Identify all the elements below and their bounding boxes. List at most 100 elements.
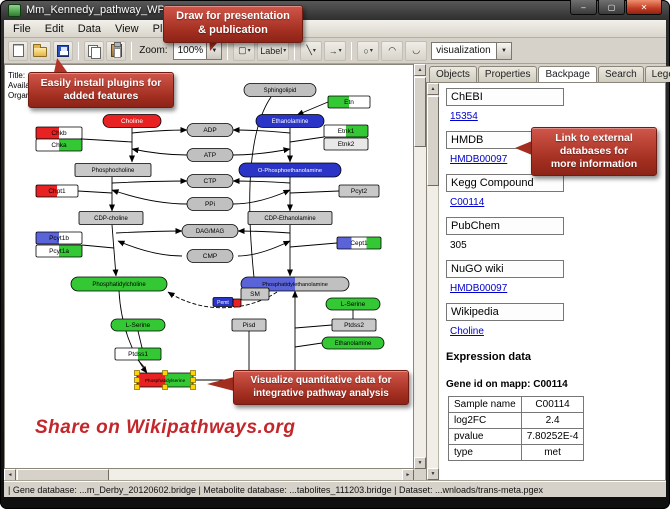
save-file-button[interactable]: [52, 40, 73, 61]
zoom-combobox-arrow[interactable]: ▼: [206, 42, 222, 59]
tab-objects[interactable]: Objects: [429, 66, 477, 82]
node-choline-top[interactable]: Choline: [102, 114, 162, 128]
selection-handle[interactable]: [134, 370, 140, 376]
shape-tool-button[interactable]: ○▾: [357, 40, 380, 61]
disk-icon: [56, 44, 69, 57]
datanode-tool-button-dropdown[interactable]: ▾: [247, 48, 251, 54]
node-pisd[interactable]: Pisd: [231, 318, 267, 332]
selection-handle[interactable]: [162, 370, 168, 376]
node-phosphatidylethanolamine[interactable]: Phosphatidylethanolamine: [240, 276, 350, 292]
node-sgms[interactable]: [232, 298, 242, 308]
arrow-tool-button-dropdown[interactable]: ▾: [338, 48, 342, 54]
label-tool-button-dropdown[interactable]: ▾: [283, 48, 287, 54]
node-pcyt2[interactable]: Pcyt2: [338, 184, 380, 198]
backpage-scroll-thumb[interactable]: [427, 96, 439, 186]
zoom-combobox[interactable]: 100%▼: [172, 41, 223, 60]
label-tool-button[interactable]: Label▾: [257, 40, 290, 61]
expression-cell: C00114: [520, 396, 585, 413]
selection-handle[interactable]: [190, 370, 196, 376]
node-etnk2[interactable]: Etnk2: [323, 137, 369, 151]
line-tool-button-dropdown[interactable]: ▾: [312, 48, 316, 54]
menu-view[interactable]: View: [114, 22, 139, 35]
tab-search[interactable]: Search: [597, 66, 644, 82]
arc-tool-button[interactable]: ◠: [381, 40, 404, 61]
datanode-tool-button[interactable]: ▢▾: [233, 40, 256, 61]
menu-edit[interactable]: Edit: [44, 22, 64, 35]
selection-handle[interactable]: [162, 384, 168, 390]
node-ctp[interactable]: CTP: [186, 174, 234, 188]
selection-handle[interactable]: [134, 377, 140, 383]
node-etnk1[interactable]: Etnk1: [323, 124, 369, 138]
node-dag[interactable]: DAG/MAG: [181, 224, 239, 238]
svg-text:ATP: ATP: [204, 152, 216, 159]
minimize-button[interactable]: –: [570, 0, 597, 15]
node-pcyt1a[interactable]: Pcyt1a: [35, 244, 83, 258]
node-cdp-choline[interactable]: CDP-choline: [78, 211, 144, 225]
selection-handle[interactable]: [134, 384, 140, 390]
scroll-down-button[interactable]: ▼: [414, 457, 426, 469]
node-ptdss2[interactable]: Ptdss2: [331, 318, 377, 332]
brace-tool-button-glyph: ◡: [412, 45, 421, 55]
visualization-combobox[interactable]: visualization▼: [431, 41, 512, 60]
scroll-left-button[interactable]: ◄: [4, 469, 16, 481]
maximize-button[interactable]: ▢: [598, 0, 625, 15]
node-sphingolipid[interactable]: Sphingolipid: [243, 83, 317, 97]
node-chkb[interactable]: Chkb: [35, 126, 83, 140]
node-cmp[interactable]: CMP: [186, 249, 234, 263]
scroll-up-button[interactable]: ▲: [414, 64, 426, 76]
selection-handle[interactable]: [190, 377, 196, 383]
backpage-link-kegg-compound[interactable]: C00114: [450, 197, 485, 208]
node-l-serine-left[interactable]: L-Serine: [110, 318, 166, 332]
new-file-button[interactable]: [8, 40, 29, 61]
line-tool-button[interactable]: ╲▾: [300, 40, 323, 61]
backpage-link-wikipedia[interactable]: Choline: [450, 326, 484, 337]
tab-backpage[interactable]: Backpage: [538, 66, 597, 83]
open-file-button[interactable]: [30, 40, 51, 61]
node-sm[interactable]: SM: [240, 287, 270, 301]
scroll-right-button[interactable]: ►: [402, 469, 414, 481]
backpage-link-chebi[interactable]: 15354: [450, 111, 478, 122]
node-adp[interactable]: ADP: [186, 123, 234, 137]
node-ethanolamine-top[interactable]: Ethanolamine: [255, 114, 325, 128]
horizontal-scroll-thumb[interactable]: [17, 469, 109, 481]
tab-properties[interactable]: Properties: [477, 66, 538, 82]
vertical-scroll-thumb[interactable]: [414, 77, 426, 147]
node-atp[interactable]: ATP: [186, 148, 234, 162]
pathway-edge: [118, 290, 148, 374]
node-phosphocholine[interactable]: Phosphocholine: [74, 163, 152, 177]
node-ptdss1[interactable]: Ptdss1: [114, 347, 162, 361]
node-ethanolamine-right[interactable]: Ethanolamine: [321, 336, 385, 350]
menu-data[interactable]: Data: [77, 22, 101, 35]
title-bar[interactable]: Mm_Kennedy_pathway_WP1771_45176.gpml –▢✕: [0, 0, 670, 20]
tab-legend[interactable]: Legend: [644, 66, 670, 82]
copy-button[interactable]: [83, 40, 104, 61]
menu-file[interactable]: File: [13, 22, 31, 35]
backpage-scroll-down-button[interactable]: ▼: [427, 468, 439, 480]
close-button[interactable]: ✕: [626, 0, 662, 15]
arrow-tool-button[interactable]: →▾: [324, 40, 347, 61]
node-l-serine-right[interactable]: L-Serine: [325, 297, 381, 311]
node-etn[interactable]: Etn: [327, 95, 371, 109]
node-ppi[interactable]: PPi: [186, 197, 234, 211]
backpage-scrollbar: ▲ ▼: [427, 83, 439, 480]
node-o-phosphoethanolamine[interactable]: O-Phosphoethanolamine: [238, 162, 342, 178]
shape-tool-button-dropdown[interactable]: ▾: [369, 48, 373, 54]
canvas-vertical-scrollbar: ▲ ▼: [414, 64, 426, 469]
node-cept1[interactable]: Cept1: [336, 236, 382, 250]
node-phosphatidylserine[interactable]: Phosphatidylserine: [134, 370, 196, 390]
node-cdp-ethanolamine[interactable]: CDP-Ethanolamine: [247, 211, 333, 225]
node-phosphatidylcholine[interactable]: Phosphatidylcholine: [70, 276, 168, 292]
node-chpt1[interactable]: Chpt1: [35, 184, 79, 198]
node-chka[interactable]: Chka: [35, 138, 83, 152]
selection-handle[interactable]: [190, 384, 196, 390]
brace-tool-button[interactable]: ◡: [405, 40, 428, 61]
node-pemt[interactable]: Pemt: [212, 297, 234, 307]
visualization-combobox-arrow[interactable]: ▼: [495, 42, 511, 59]
backpage-link-hmdb[interactable]: HMDB00097: [450, 154, 508, 165]
backpage-scroll-up-button[interactable]: ▲: [427, 83, 439, 95]
paste-button[interactable]: [106, 40, 127, 61]
node-pcyt1b[interactable]: Pcyt1b: [35, 231, 83, 245]
backpage-link-nugo-wiki[interactable]: HMDB00097: [450, 283, 508, 294]
